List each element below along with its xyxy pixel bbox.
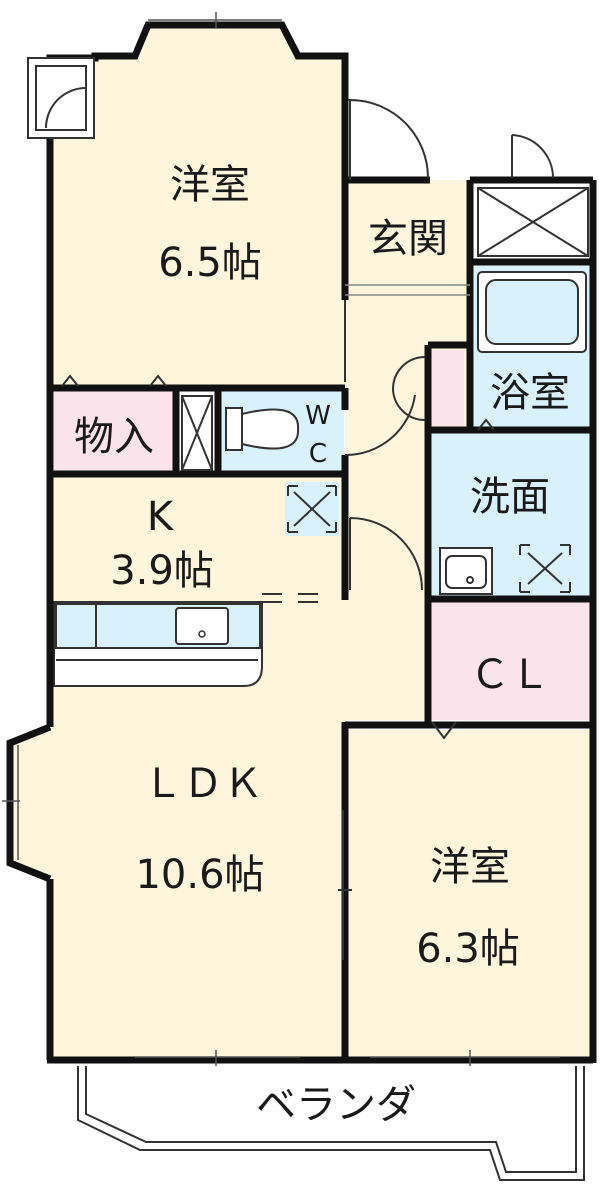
western-room-north-name: 洋室 xyxy=(170,162,250,208)
closet-label: ＣＬ xyxy=(470,652,550,698)
wc-label-c: C xyxy=(309,439,327,469)
veranda-label: ベランダ xyxy=(256,1082,416,1128)
western-room-north-floor xyxy=(50,25,345,388)
top-left-alcove xyxy=(27,57,95,139)
toilet xyxy=(225,407,300,451)
kitchen-countertop xyxy=(55,603,261,649)
bay-window-floor xyxy=(10,727,50,879)
western-room-south-name: 洋室 xyxy=(430,844,510,890)
western-room-south-size: 6.3帖 xyxy=(416,926,520,972)
entrance-label: 玄関 xyxy=(368,216,448,262)
storage-label: 物入 xyxy=(74,414,154,460)
wc-label-w: W xyxy=(305,401,331,431)
washroom-door[interactable] xyxy=(349,517,423,591)
washing-machine-space xyxy=(519,544,571,593)
entrance-door[interactable] xyxy=(349,99,429,180)
kitchen-size: 3.9帖 xyxy=(110,548,214,594)
kitchen-sink xyxy=(175,607,229,645)
veranda-outline xyxy=(77,1066,585,1181)
closet-floor xyxy=(432,600,590,720)
western-room-north-size: 6.5帖 xyxy=(158,240,262,286)
hall-cupboard xyxy=(430,350,464,426)
pipe-shaft xyxy=(477,187,589,257)
washbasin xyxy=(439,547,493,595)
ldk-size: 10.6帖 xyxy=(135,852,264,898)
bath-label: 浴室 xyxy=(490,370,570,416)
kitchen-name: K xyxy=(147,494,175,540)
refrigerator-space xyxy=(285,482,339,536)
wc-door[interactable] xyxy=(344,394,416,457)
ldk-name: ＬＤＫ xyxy=(143,761,263,807)
storage-floor xyxy=(54,390,176,472)
washroom-label: 洗面 xyxy=(470,474,550,520)
bathtub xyxy=(477,271,587,353)
western-room-south-floor xyxy=(348,730,590,1056)
